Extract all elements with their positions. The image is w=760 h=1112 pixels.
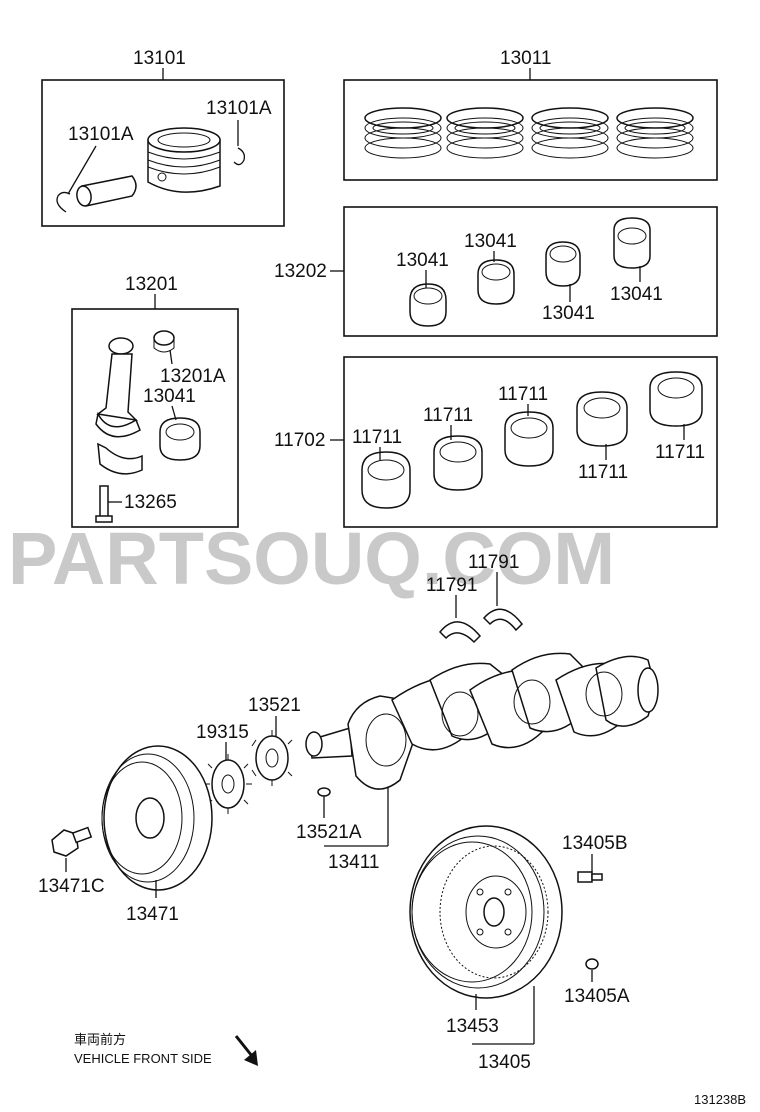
main-bearing-shell-icon-2 — [433, 435, 483, 491]
label-11711-b[interactable]: 11711 — [423, 405, 473, 426]
main-bearing-shell-icon-3 — [504, 411, 554, 467]
crank-gear-icon — [251, 730, 293, 786]
label-13405A[interactable]: 13405A — [564, 986, 630, 1007]
connecting-rod-box — [71, 308, 239, 528]
main-bearing-shell-icon-4 — [576, 391, 628, 447]
direction-label-en: VEHICLE FRONT SIDE — [74, 1051, 212, 1066]
flywheel-pin-icon — [585, 958, 599, 970]
main-bearing-shell-icon-1 — [361, 451, 411, 509]
arrow-down-right-icon — [234, 1035, 258, 1066]
piston-icon — [147, 127, 221, 193]
snap-ring-left-icon — [56, 191, 71, 213]
flywheel-icon — [409, 825, 563, 999]
main-bearing-box — [343, 356, 718, 528]
rod-bearing-shell-icon-4 — [613, 217, 651, 269]
label-13011[interactable]: 13011 — [500, 48, 551, 69]
ring-set: 13011 — [343, 48, 718, 181]
label-11791-a[interactable]: 11791 — [468, 552, 519, 573]
label-13101A-right[interactable]: 13101A — [206, 98, 272, 119]
ring-set-box — [343, 79, 718, 181]
label-13201[interactable]: 13201 — [125, 274, 178, 295]
label-13521[interactable]: 13521 — [248, 695, 301, 716]
label-13041-c[interactable]: 13041 — [542, 303, 595, 324]
label-11711-c[interactable]: 11711 — [498, 384, 548, 405]
connecting-rod-icon — [95, 337, 141, 438]
label-13041-a[interactable]: 13041 — [396, 250, 449, 271]
piston-pin-icon — [76, 175, 137, 207]
label-13411[interactable]: 13411 — [328, 852, 379, 873]
crank-pulley-icon — [101, 745, 213, 891]
label-11711-a[interactable]: 11711 — [352, 427, 402, 448]
diagram-reference: 131238B — [694, 1092, 746, 1107]
label-13521A[interactable]: 13521A — [296, 822, 362, 843]
rod-cap-icon — [97, 442, 143, 475]
label-11711-e[interactable]: 11711 — [655, 442, 705, 463]
label-13201A[interactable]: 13201A — [160, 366, 226, 387]
label-11702[interactable]: 11702 — [274, 430, 325, 451]
thrust-washers: 11791 11791 — [426, 552, 523, 644]
watermark: PARTSOUQ.COM — [8, 517, 615, 600]
flywheel-bolt-icon — [577, 871, 603, 883]
label-13405B[interactable]: 13405B — [562, 833, 628, 854]
rod-bearing-set: 13202 13041 13041 13041 13041 — [274, 206, 718, 337]
pulley-bolt-icon — [51, 826, 93, 857]
label-13041-rod[interactable]: 13041 — [143, 386, 196, 407]
label-11791-b[interactable]: 11791 — [426, 575, 477, 596]
snap-ring-right-icon — [233, 147, 246, 166]
label-13265[interactable]: 13265 — [124, 492, 177, 513]
thrust-washer-icon-1 — [438, 621, 482, 644]
connecting-rod-group: 13201 13201A 13041 13265 — [71, 274, 239, 528]
piston-rings-icon — [364, 107, 694, 159]
rod-bearing-shell-icon-3 — [545, 241, 581, 287]
rod-bearing-shell-icon-2 — [477, 259, 515, 305]
rod-bearing-icon — [159, 417, 201, 461]
piston-group-box — [41, 79, 285, 227]
label-13471C[interactable]: 13471C — [38, 876, 105, 897]
label-13471[interactable]: 13471 — [126, 904, 179, 925]
rod-bushing-icon — [153, 330, 175, 353]
label-13101A-left[interactable]: 13101A — [68, 124, 134, 145]
sprocket-icon — [204, 754, 252, 814]
crank-key-icon — [317, 787, 331, 797]
label-13041-b[interactable]: 13041 — [464, 231, 517, 252]
label-13202[interactable]: 13202 — [274, 261, 327, 282]
crankshaft-icon — [305, 652, 659, 790]
piston-group: 13101 13101A 13101A — [41, 48, 285, 227]
direction-label-jp: 車両前方 — [74, 1032, 126, 1047]
thrust-washer-icon-2 — [482, 608, 523, 632]
rod-bolt-icon — [95, 485, 113, 523]
label-13101[interactable]: 13101 — [133, 48, 186, 69]
label-13405[interactable]: 13405 — [478, 1052, 531, 1073]
rod-bearing-shell-icon-1 — [409, 283, 447, 327]
label-13453[interactable]: 13453 — [446, 1016, 499, 1037]
label-13041-d[interactable]: 13041 — [610, 284, 663, 305]
main-bearing-set: 11702 11711 11711 11711 11711 11711 — [274, 356, 718, 528]
rod-bearing-box — [343, 206, 718, 337]
label-11711-d[interactable]: 11711 — [578, 462, 628, 483]
main-bearing-shell-icon-5 — [649, 371, 703, 427]
label-19315[interactable]: 19315 — [196, 722, 249, 743]
